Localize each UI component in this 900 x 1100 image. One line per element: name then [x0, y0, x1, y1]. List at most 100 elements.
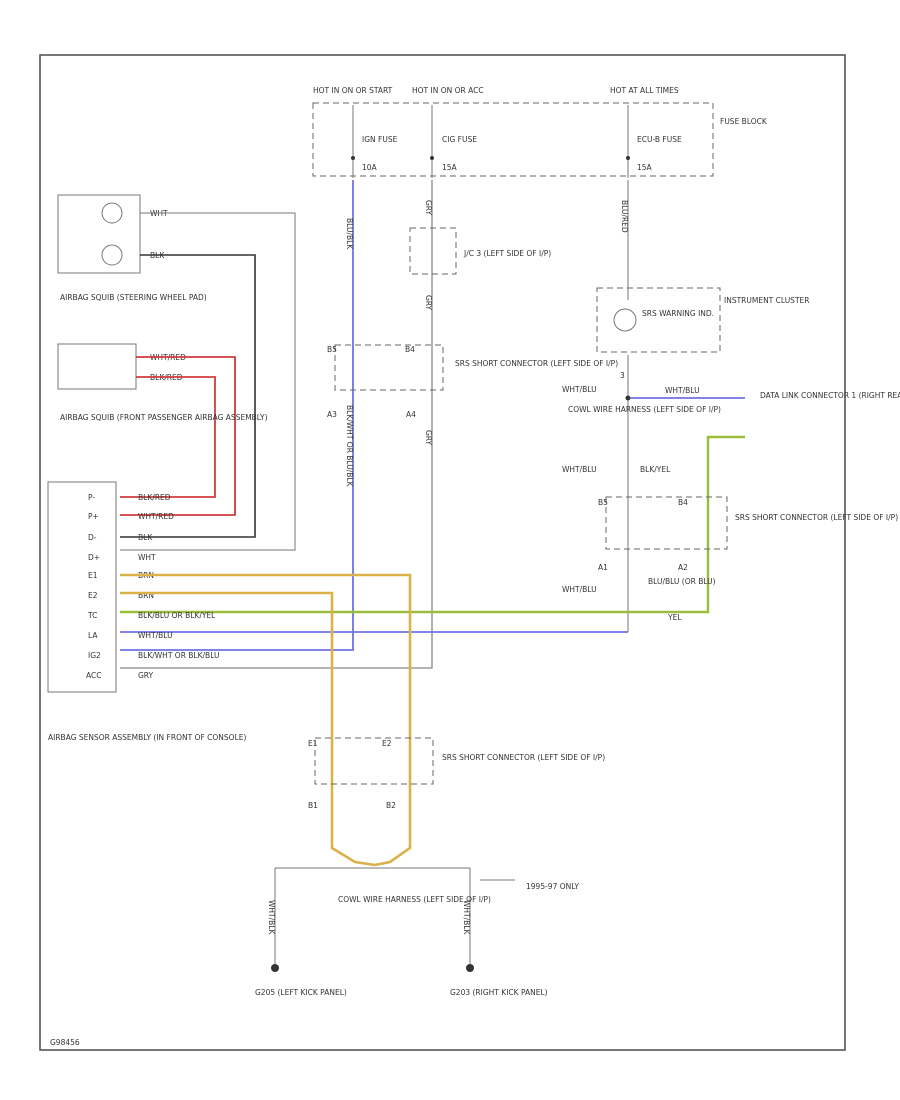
- sensor-assembly-box: [47, 481, 117, 693]
- pin-b3b: B4: [678, 498, 688, 507]
- e1-brown-wire: [120, 573, 412, 867]
- hot-label-1: HOT IN ON OR START: [313, 86, 393, 95]
- ecub-wire-color: BLU/RED: [620, 200, 629, 233]
- sensor-wire-3: WHT: [138, 553, 156, 562]
- pin-a3: A3: [327, 410, 337, 419]
- cowl-bottom-label: COWL WIRE HARNESS (LEFT SIDE OF I/P): [338, 895, 491, 904]
- srs-short-2-box: [314, 737, 434, 785]
- pin-b1: B1: [308, 801, 318, 810]
- pin-a1: A1: [598, 563, 608, 572]
- sensor-wire-2: BLK: [138, 533, 153, 542]
- ign-wire-color-2: BLK/WHT OR BLU/BLK: [345, 405, 354, 488]
- data-link-blue-color: WHT/BLU: [665, 386, 700, 395]
- steering-squib-label: AIRBAG SQUIB (STEERING WHEEL PAD): [60, 293, 207, 302]
- fuse-name-3: ECU-B FUSE: [637, 135, 682, 144]
- ground-left-label: G205 (LEFT KICK PANEL): [255, 988, 347, 997]
- srs-short-3-label: SRS SHORT CONNECTOR (LEFT SIDE OF I/P): [735, 513, 898, 522]
- ign-wire-color: BLU/BLK: [345, 218, 354, 250]
- sensor-wire-1: WHT/RED: [138, 512, 174, 521]
- diagram-id: G98456: [50, 1038, 80, 1047]
- srs-short-2-label: SRS SHORT CONNECTOR (LEFT SIDE OF I/P): [442, 753, 605, 762]
- sensor-pin-9: ACC: [86, 671, 101, 680]
- sensor-pin-4: E1: [88, 571, 98, 580]
- sensor-wire-0: BLK/RED: [138, 493, 171, 502]
- fuse-dot-3: [626, 156, 630, 160]
- cig-wire-color-3: GRY: [424, 430, 433, 446]
- sensor-pin-7: LA: [88, 631, 98, 640]
- sensor-wire-6: BLK/BLU OR BLK/YEL: [138, 611, 216, 620]
- cig-wire-color: GRY: [424, 200, 433, 216]
- fuse-rating-1: 10A: [362, 163, 378, 172]
- fuse-rating-2: 15A: [442, 163, 458, 172]
- cluster-splice-dot: [625, 395, 631, 401]
- pin-a4: A4: [406, 410, 416, 419]
- sensor-wire-8: BLK/WHT OR BLK/BLU: [138, 651, 220, 660]
- cowl-wire-1-label: COWL WIRE HARNESS (LEFT SIDE OF I/P): [568, 405, 721, 414]
- sensor-assembly-label: AIRBAG SENSOR ASSEMBLY (IN FRONT OF CONS…: [48, 733, 246, 742]
- jc3-box: [409, 227, 457, 275]
- passenger-wire-red-1: [120, 356, 236, 516]
- sensor-pin-1: P+: [88, 512, 99, 521]
- tc-wire-color-3: YEL: [667, 613, 682, 622]
- srs-warning-label: SRS WARNING IND.: [642, 309, 714, 318]
- instrument-cluster-label: INSTRUMENT CLUSTER: [724, 296, 809, 305]
- steering-squib-box: [57, 194, 141, 274]
- sensor-pin-5: E2: [88, 591, 98, 600]
- cig-gray-wire: [120, 180, 433, 669]
- hot-label-3: HOT AT ALL TIMES: [610, 86, 679, 95]
- passenger-squib-box: [57, 343, 137, 390]
- fuse-dot-1: [351, 156, 355, 160]
- fuse-block-box: [312, 102, 714, 177]
- fuse-name-2: CIG FUSE: [442, 135, 477, 144]
- ign-blue-wire: [120, 180, 354, 651]
- hot-label-2: HOT IN ON OR ACC: [412, 86, 484, 95]
- pin-a2: A2: [678, 563, 688, 572]
- tc-yellowgreen-wire: [120, 435, 745, 614]
- cluster-wire-color: WHT/BLU: [562, 385, 597, 394]
- data-link-label: DATA LINK CONNECTOR 1 (RIGHT REAR OF ENG…: [760, 391, 900, 400]
- srs-short-1-label: SRS SHORT CONNECTOR (LEFT SIDE OF I/P): [455, 359, 618, 368]
- sensor-pin-3: D+: [88, 553, 100, 562]
- year-note: 1995-97 ONLY: [526, 882, 579, 891]
- fuse-block-label: FUSE BLOCK: [720, 117, 768, 126]
- srs-warning-lamp-icon: [613, 308, 637, 332]
- e2-brown-wire: [120, 591, 376, 867]
- srs-short-1-box: [334, 344, 444, 391]
- cig-wire-color-2: GRY: [424, 295, 433, 311]
- sensor-pin-labels: P- P+ D- D+ E1 E2 TC LA IG2 ACC: [86, 493, 101, 680]
- sensor-wire-5: BRN: [138, 591, 154, 600]
- fuse-rating-3: 15A: [637, 163, 653, 172]
- steering-squib-icon-2: [101, 244, 123, 266]
- cluster-wire-color-3: WHT/BLU: [562, 585, 597, 594]
- fuse-dot-2: [430, 156, 434, 160]
- pin-b2-top: E2: [382, 739, 392, 748]
- pin-b5: B5: [327, 345, 337, 354]
- instrument-cluster-box: [596, 287, 721, 353]
- ground-right-wire-color: WHT/BLK: [462, 900, 471, 935]
- passenger-squib-label: AIRBAG SQUIB (FRONT PASSENGER AIRBAG ASS…: [60, 413, 268, 422]
- jc3-label: J/C 3 (LEFT SIDE OF I/P): [463, 249, 551, 258]
- steering-squib-icon-1: [101, 202, 123, 224]
- pin-b1-top: E1: [308, 739, 318, 748]
- sensor-pin-0: P-: [88, 493, 95, 502]
- sensor-pin-2: D-: [88, 533, 97, 542]
- pin-b3: B5: [598, 498, 608, 507]
- diagram-frame: [39, 54, 846, 1051]
- sensor-pin-8: IG2: [88, 651, 101, 660]
- ground-left-wire-color: WHT/BLK: [267, 900, 276, 935]
- steering-wire-black: [120, 254, 256, 538]
- tc-wire-color-2: BLU/BLU (OR BLU): [648, 577, 716, 586]
- sensor-wire-9: GRY: [138, 671, 154, 680]
- sensor-wire-labels: BLK/RED WHT/RED BLK WHT BRN BRN BLK/BLU …: [138, 493, 220, 680]
- fuse-name-1: IGN FUSE: [362, 135, 398, 144]
- ground-right-label: G203 (RIGHT KICK PANEL): [450, 988, 548, 997]
- ground-right-dot: [466, 964, 474, 972]
- pin-b2: B2: [386, 801, 396, 810]
- srs-short-3-box: [605, 496, 728, 550]
- passenger-wire-red-2: [120, 376, 216, 498]
- sensor-pin-6: TC: [87, 611, 97, 620]
- cluster-wire-color-2: WHT/BLU: [562, 465, 597, 474]
- steering-wire-gray: [120, 212, 296, 551]
- tc-wire-color: BLK/YEL: [640, 465, 671, 474]
